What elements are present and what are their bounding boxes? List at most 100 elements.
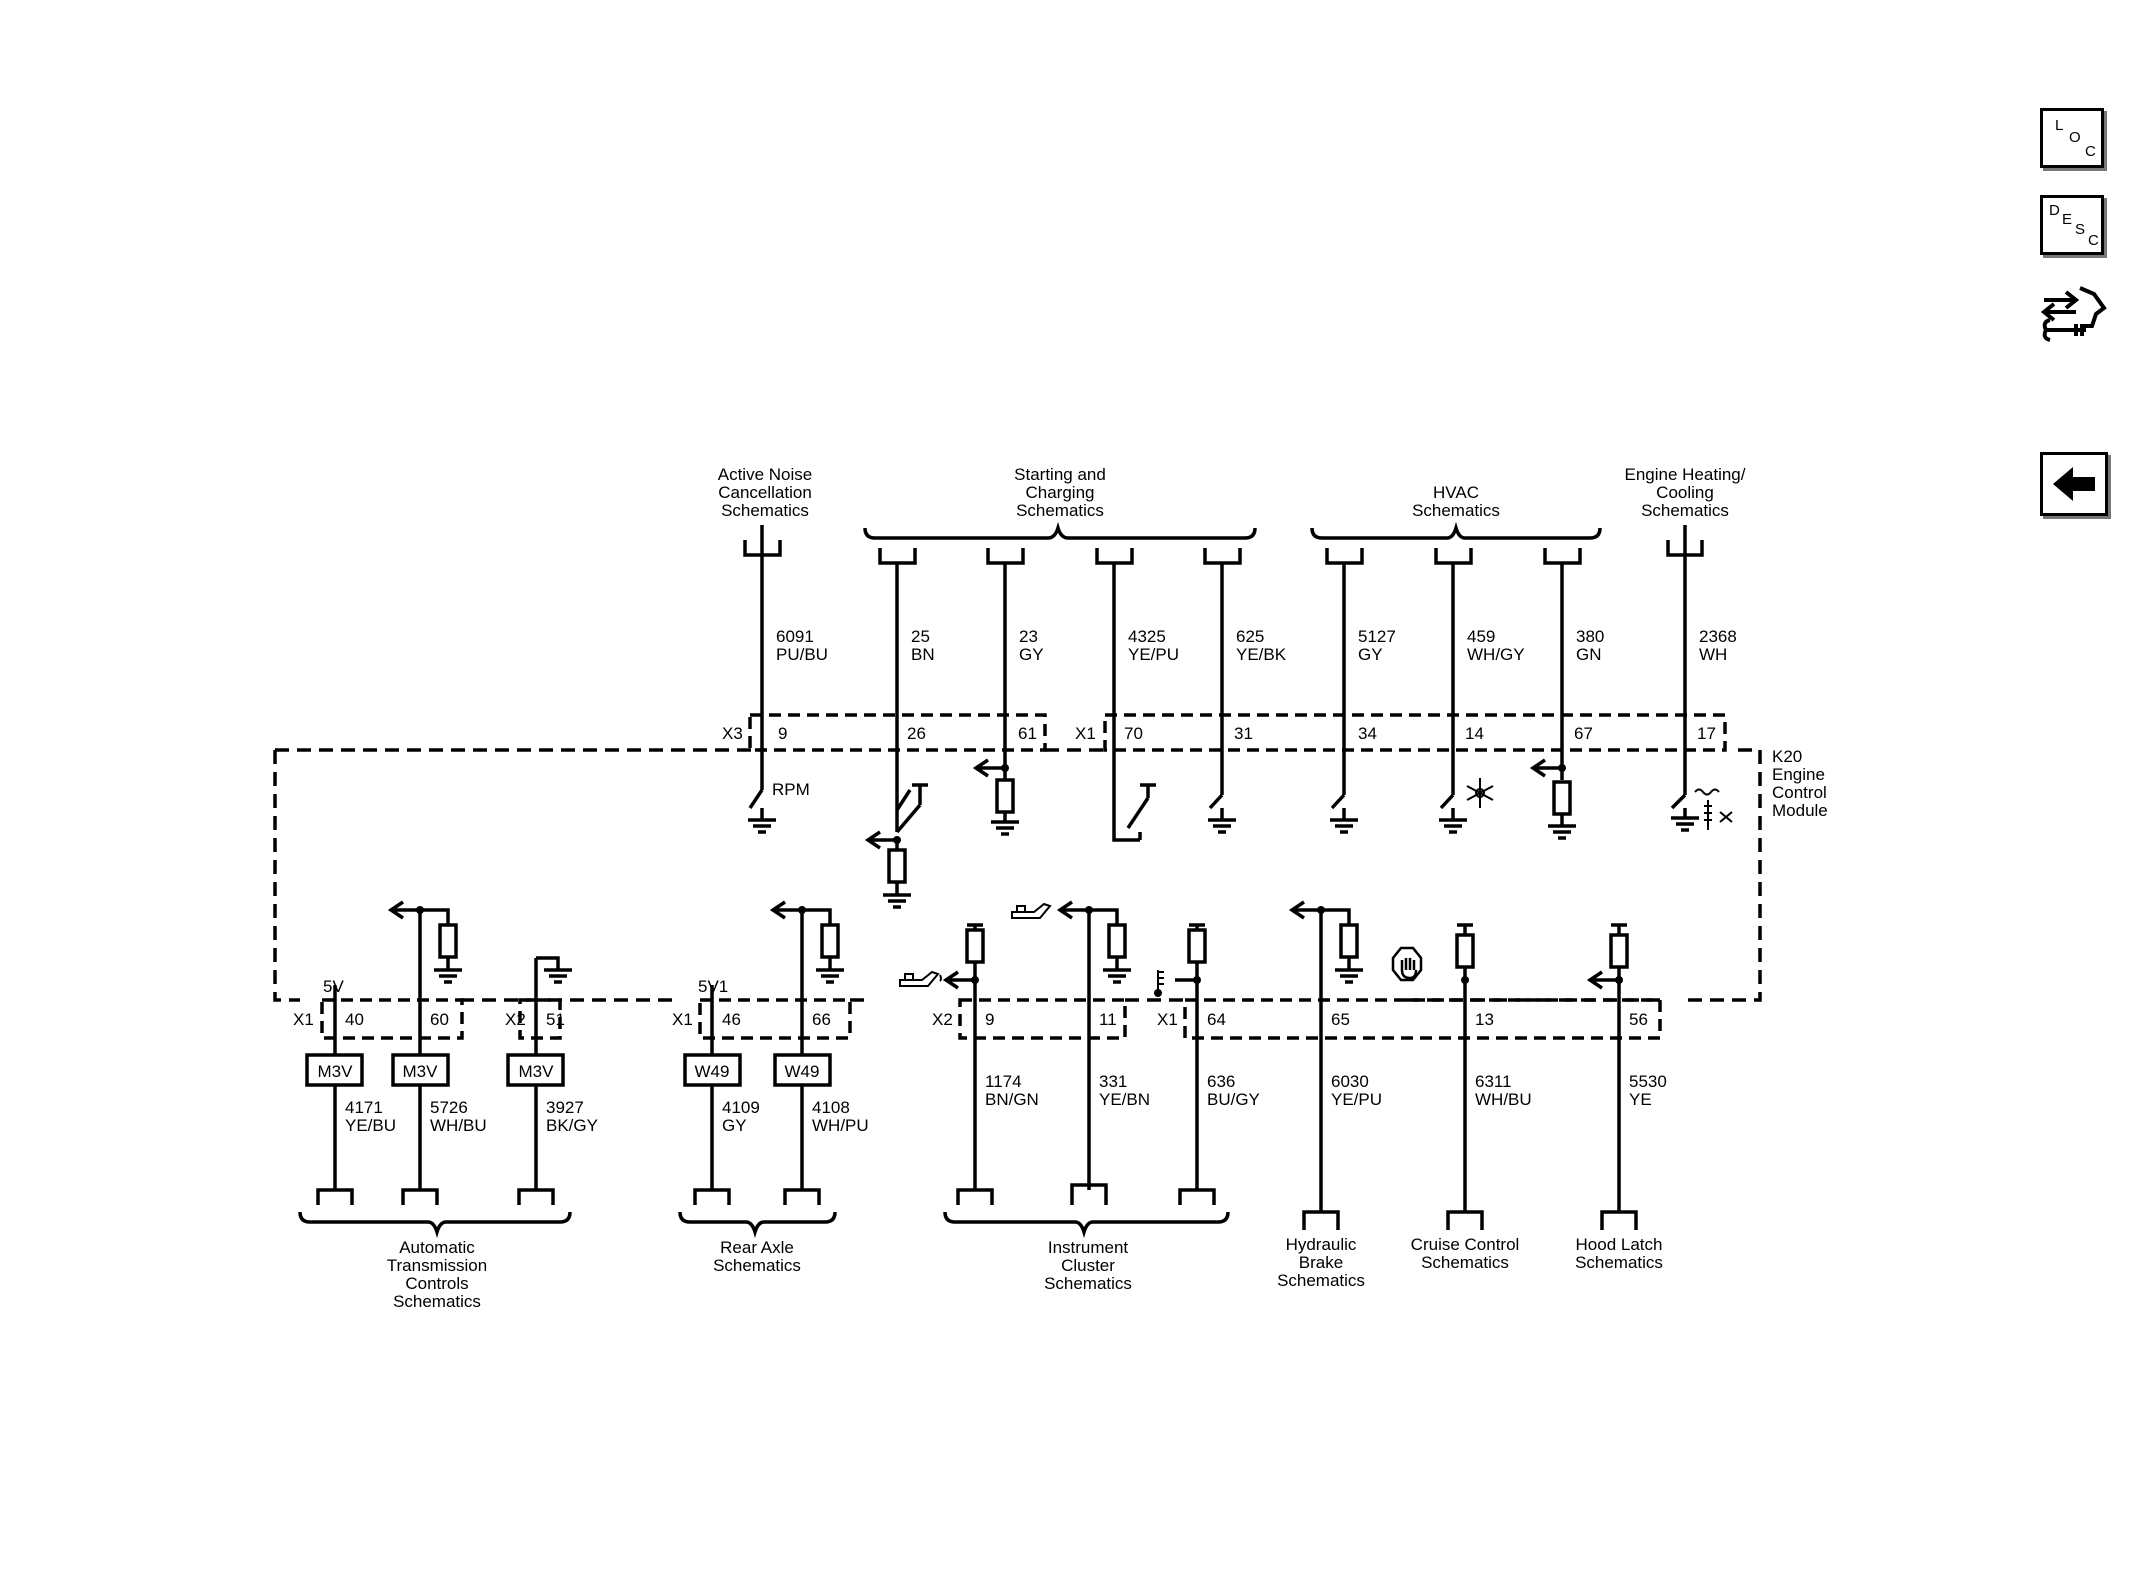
svg-text:X1: X1 xyxy=(1157,1010,1178,1029)
svg-text:X1: X1 xyxy=(1075,724,1096,743)
svg-text:Engine Heating/: Engine Heating/ xyxy=(1625,465,1746,484)
desc-letter-e: E xyxy=(2062,211,2073,228)
5v-label: 5V xyxy=(323,977,344,996)
loc-button[interactable]: L O C xyxy=(2040,108,2104,168)
oil-temperature-icon xyxy=(1154,970,1164,997)
svg-text:GY: GY xyxy=(1019,645,1044,664)
bottom-wire-labels: 40 4171 YE/BU 60 5726 WH/BU 51 3927 BK/G… xyxy=(345,1010,1667,1135)
bottom-internal-components xyxy=(387,900,1629,990)
svg-text:46: 46 xyxy=(722,1010,741,1029)
svg-text:5726: 5726 xyxy=(430,1098,468,1117)
svg-text:Cruise Control: Cruise Control xyxy=(1411,1235,1520,1254)
splice-w49-2 xyxy=(773,1053,832,1087)
svg-text:331: 331 xyxy=(1099,1072,1127,1091)
splice-m3v-3 xyxy=(506,1053,565,1087)
svg-text:Instrument: Instrument xyxy=(1048,1238,1129,1257)
svg-text:4108: 4108 xyxy=(812,1098,850,1117)
svg-text:GY: GY xyxy=(1358,645,1383,664)
desc-button[interactable]: D E S C xyxy=(2040,195,2104,255)
svg-text:13: 13 xyxy=(1475,1010,1494,1029)
svg-text:Engine: Engine xyxy=(1772,765,1825,784)
svg-text:6030: 6030 xyxy=(1331,1072,1369,1091)
svg-text:Schematics: Schematics xyxy=(1421,1253,1509,1272)
svg-text:Control: Control xyxy=(1772,783,1827,802)
svg-text:1174: 1174 xyxy=(985,1072,1022,1091)
rpm-label: RPM xyxy=(772,780,810,799)
connector-repair-button[interactable] xyxy=(2036,278,2112,346)
svg-text:66: 66 xyxy=(812,1010,831,1029)
svg-text:6091: 6091 xyxy=(776,627,814,646)
junction-dots-bottom xyxy=(416,906,1623,984)
svg-text:34: 34 xyxy=(1358,724,1377,743)
svg-text:X2: X2 xyxy=(932,1010,953,1029)
svg-text:Controls: Controls xyxy=(405,1274,468,1293)
svg-text:25: 25 xyxy=(911,627,930,646)
svg-text:Hood Latch: Hood Latch xyxy=(1576,1235,1663,1254)
svg-text:9: 9 xyxy=(985,1010,994,1029)
svg-text:5530: 5530 xyxy=(1629,1072,1667,1091)
svg-text:Schematics: Schematics xyxy=(1641,501,1729,520)
connector-x1-top-box xyxy=(1103,713,1727,752)
svg-text:YE/PU: YE/PU xyxy=(1331,1090,1382,1109)
svg-text:X1: X1 xyxy=(293,1010,314,1029)
splice-boxes xyxy=(305,1053,832,1087)
svg-text:WH/BU: WH/BU xyxy=(430,1116,487,1135)
svg-text:17: 17 xyxy=(1697,724,1716,743)
svg-text:56: 56 xyxy=(1629,1010,1648,1029)
loc-letter-l: L xyxy=(2055,117,2064,134)
back-button[interactable] xyxy=(2040,452,2108,516)
svg-text:Schematics: Schematics xyxy=(1412,501,1500,520)
svg-text:BN/GN: BN/GN xyxy=(985,1090,1039,1109)
svg-text:70: 70 xyxy=(1124,724,1143,743)
svg-text:2368: 2368 xyxy=(1699,627,1737,646)
svg-text:4109: 4109 xyxy=(722,1098,760,1117)
svg-text:WH/GY: WH/GY xyxy=(1467,645,1525,664)
svg-text:67: 67 xyxy=(1574,724,1593,743)
svg-text:BN: BN xyxy=(911,645,935,664)
svg-text:4171: 4171 xyxy=(345,1098,383,1117)
svg-text:M3V: M3V xyxy=(318,1062,354,1081)
module-name: K20 Engine Control Module xyxy=(1772,747,1828,820)
splice-m3v-1 xyxy=(305,1053,364,1087)
svg-text:X3: X3 xyxy=(722,724,743,743)
connector-x2-cluster-box xyxy=(958,998,1127,1040)
top-wire-labels: 6091 PU/BU 9 25 BN 26 23 GY 61 4325 YE/P… xyxy=(776,627,1737,743)
desc-letter-d: D xyxy=(2049,202,2060,219)
svg-text:Schematics: Schematics xyxy=(1044,1274,1132,1293)
top-internal-components xyxy=(748,758,1699,909)
svg-text:GY: GY xyxy=(722,1116,747,1135)
svg-text:Automatic: Automatic xyxy=(399,1238,475,1257)
svg-text:64: 64 xyxy=(1207,1010,1226,1029)
svg-text:BK/GY: BK/GY xyxy=(546,1116,598,1135)
svg-text:26: 26 xyxy=(907,724,926,743)
connector-repair-icon xyxy=(2040,286,2107,342)
bottom-brackets xyxy=(298,1183,1638,1239)
svg-text:Brake: Brake xyxy=(1299,1253,1343,1272)
svg-text:51: 51 xyxy=(546,1010,565,1029)
svg-text:YE/BN: YE/BN xyxy=(1099,1090,1150,1109)
svg-text:Cancellation: Cancellation xyxy=(718,483,812,502)
loc-letter-c: C xyxy=(2085,143,2096,160)
top-wires xyxy=(760,540,1687,842)
destination-hood: Hood Latch Schematics xyxy=(1575,1235,1663,1272)
top-brackets xyxy=(743,521,1704,565)
back-arrow-icon xyxy=(2053,467,2095,501)
svg-text:Schematics: Schematics xyxy=(393,1292,481,1311)
svg-text:636: 636 xyxy=(1207,1072,1235,1091)
svg-text:61: 61 xyxy=(1018,724,1037,743)
splice-labels: M3V M3V M3V W49 W49 xyxy=(318,1062,820,1081)
destination-engine-heating: Engine Heating/ Cooling Schematics xyxy=(1625,465,1746,520)
svg-text:YE: YE xyxy=(1629,1090,1652,1109)
svg-text:Schematics: Schematics xyxy=(1016,501,1104,520)
splice-m3v-2 xyxy=(391,1053,450,1087)
svg-text:5127: 5127 xyxy=(1358,627,1396,646)
desc-letter-s: S xyxy=(2075,221,2086,238)
svg-text:Starting and: Starting and xyxy=(1014,465,1106,484)
svg-text:YE/BU: YE/BU xyxy=(345,1116,396,1135)
5v1-label: 5V1 xyxy=(698,977,728,996)
coolant-fan-icon xyxy=(1694,788,1733,830)
svg-text:Cooling: Cooling xyxy=(1656,483,1714,502)
svg-text:HVAC: HVAC xyxy=(1433,483,1479,502)
connector-labels: X3 X1 X1 X2 X1 X2 X1 xyxy=(293,724,1178,1029)
